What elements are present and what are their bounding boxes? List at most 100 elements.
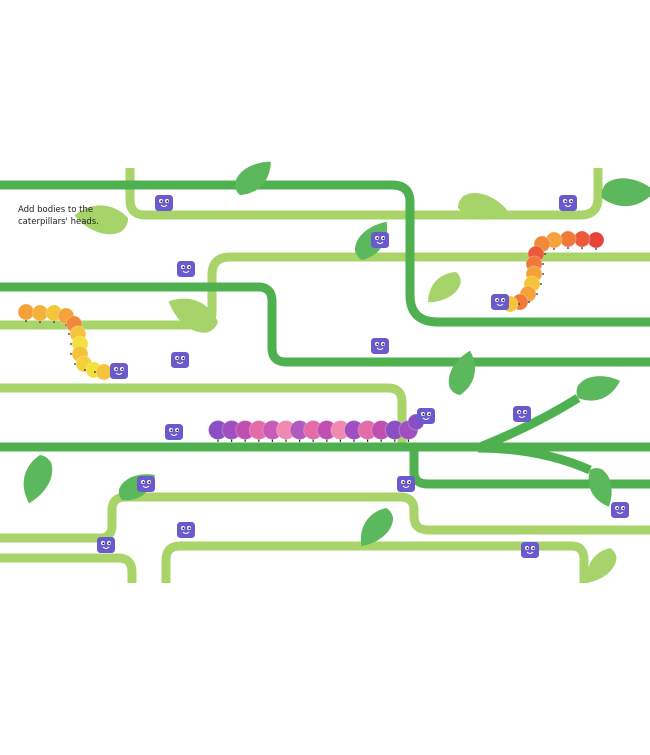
- smile: [526, 551, 534, 554]
- leaf-icon-13: [360, 508, 394, 547]
- eye-pupil: [170, 429, 173, 432]
- leaf-icon-9: [576, 376, 621, 401]
- dark-vine-6: [478, 394, 581, 452]
- caterpillar-head-icon: [491, 294, 509, 310]
- caterpillar-head-icon: [417, 408, 435, 424]
- smile: [160, 204, 168, 207]
- head-shape: [97, 537, 115, 553]
- eye-pupil: [518, 411, 521, 414]
- eye-pupil: [570, 200, 573, 203]
- eye-pupil: [408, 481, 411, 484]
- light-vine-1: [125, 168, 603, 220]
- head-shape: [371, 338, 389, 354]
- head-shape: [417, 408, 435, 424]
- smile: [102, 546, 110, 549]
- caterpillar-head-icon: [521, 542, 539, 558]
- leaf-icon-2: [234, 161, 271, 195]
- smile: [616, 511, 624, 514]
- eye-pupil: [564, 200, 567, 203]
- eye-pupil: [176, 429, 179, 432]
- caterpillar-head-icon: [110, 363, 128, 379]
- caterpillar-head-icon: [155, 195, 173, 211]
- eye-pupil: [526, 547, 529, 550]
- eye-pupil: [532, 547, 535, 550]
- eye-pupil: [428, 413, 431, 416]
- smile: [142, 485, 150, 488]
- eye-pupil: [148, 481, 151, 484]
- caterpillar-head-icon: [611, 502, 629, 518]
- eye-pupil: [376, 343, 379, 346]
- head-shape: [177, 261, 195, 277]
- eye-pupil: [502, 299, 505, 302]
- dark-vine-5: [477, 443, 592, 475]
- light-vine-6: [161, 541, 589, 583]
- caterpillar-head-icon: [171, 352, 189, 368]
- head-shape: [371, 232, 389, 248]
- head-shape: [177, 522, 195, 538]
- eye-pupil: [182, 527, 185, 530]
- leaf-icon-8: [448, 350, 475, 395]
- caterpillar-head-icon: [513, 406, 531, 422]
- caterpillar-head-icon: [371, 338, 389, 354]
- smile: [182, 270, 190, 273]
- caterpillar-head-icon: [97, 537, 115, 553]
- eye-pupil: [182, 357, 185, 360]
- leaf-icon-3: [354, 221, 388, 260]
- caterpillar-head-icon: [397, 476, 415, 492]
- head-shape: [397, 476, 415, 492]
- eye-pupil: [188, 527, 191, 530]
- eye-pupil: [102, 542, 105, 545]
- smile: [115, 372, 123, 375]
- light-vine-5: [0, 553, 137, 583]
- head-shape: [165, 424, 183, 440]
- smile: [402, 485, 410, 488]
- smile: [518, 415, 526, 418]
- caterpillar-segment-11: [95, 363, 113, 381]
- eye-pupil: [108, 542, 111, 545]
- smile: [496, 303, 504, 306]
- leaf-icon-7: [427, 272, 461, 303]
- eye-pupil: [402, 481, 405, 484]
- instruction-text: Add bodies to the caterpillars' heads.: [18, 204, 138, 228]
- eye-pupil: [382, 237, 385, 240]
- eye-pupil: [496, 299, 499, 302]
- smile: [170, 433, 178, 436]
- dark-vine-1: [0, 180, 650, 327]
- eye-pupil: [166, 200, 169, 203]
- leaf-icon-5: [457, 192, 508, 220]
- eye-pupil: [176, 357, 179, 360]
- eye-pupil: [188, 266, 191, 269]
- head-shape: [137, 476, 155, 492]
- eye-pupil: [616, 507, 619, 510]
- dark-vine-2: [0, 282, 650, 367]
- eye-pupil: [121, 368, 124, 371]
- leaf-icon-6: [601, 178, 650, 207]
- leaf-icon-10: [588, 468, 612, 507]
- dark-vine-4: [409, 448, 650, 489]
- caterpillar-head-icon: [177, 522, 195, 538]
- smile: [182, 531, 190, 534]
- eye-pupil: [382, 343, 385, 346]
- smile: [176, 361, 184, 364]
- leaf-icon-1: [74, 205, 129, 235]
- caterpillar-head-icon: [177, 261, 195, 277]
- light-vine-4: [0, 492, 650, 543]
- head-shape: [155, 195, 173, 211]
- head-shape: [513, 406, 531, 422]
- smile: [376, 347, 384, 350]
- caterpillar-head-icon: [137, 476, 155, 492]
- eye-pupil: [524, 411, 527, 414]
- eye-pupil: [160, 200, 163, 203]
- eye-pupil: [422, 413, 425, 416]
- smile: [376, 241, 384, 244]
- eye-pupil: [115, 368, 118, 371]
- head-shape: [110, 363, 128, 379]
- light-vine-3: [0, 383, 407, 446]
- head-shape: [171, 352, 189, 368]
- instruction-line-2: caterpillars' heads.: [18, 217, 99, 227]
- eye-pupil: [622, 507, 625, 510]
- head-shape: [521, 542, 539, 558]
- smile: [564, 204, 572, 207]
